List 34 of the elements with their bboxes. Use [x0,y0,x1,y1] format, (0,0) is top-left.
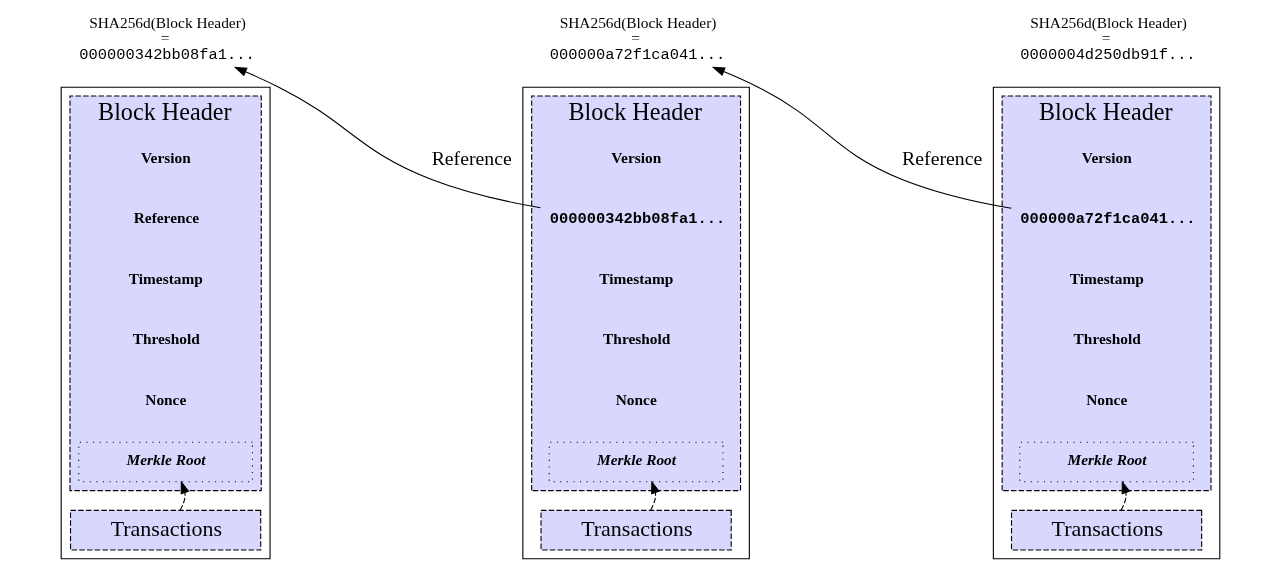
node-text: Timestamp [599,269,674,287]
node-text: SHA256d(Block Header) = 0000004d250db91f... [1020,14,1196,64]
edge-label: Reference [431,146,512,169]
node-text: Nonce [145,390,187,408]
arrow [650,480,660,511]
node-text: Nonce [1086,390,1128,408]
node-box: Merkle Root [1019,441,1194,483]
node-box: Transactions [1010,509,1203,551]
edge-label: Reference [902,146,983,169]
node-text: 000000a72f1ca041... [1020,210,1196,229]
node-text: SHA256d(Block Header) = 000000342bb08fa1... [79,14,255,64]
node-box: Merkle Root [78,441,253,483]
cluster [522,86,750,560]
node-box: Merkle Root [548,441,724,483]
node-text: SHA256d(Block Header) = 000000a72f1ca041... [549,14,726,64]
cluster [60,86,271,560]
arrow [711,66,1012,209]
node-text: Nonce [615,390,657,408]
arrow [233,66,542,209]
node-text: 000000342bb08fa1... [549,210,726,229]
node-text: Timestamp [1069,269,1144,287]
arrow [1120,480,1131,511]
node-text: Threshold [603,330,671,348]
node-box: Transactions [540,509,732,551]
node-text: Reference [133,209,200,227]
node-text: Timestamp [128,269,203,287]
cluster [992,86,1221,560]
node-text: Version [611,148,662,166]
node-text: Threshold [1073,330,1141,348]
arrow [179,480,190,511]
node-box: Transactions [70,509,262,551]
node-text: Version [1081,148,1132,166]
node-text: Version [140,148,191,166]
node-text: Threshold [132,330,200,348]
